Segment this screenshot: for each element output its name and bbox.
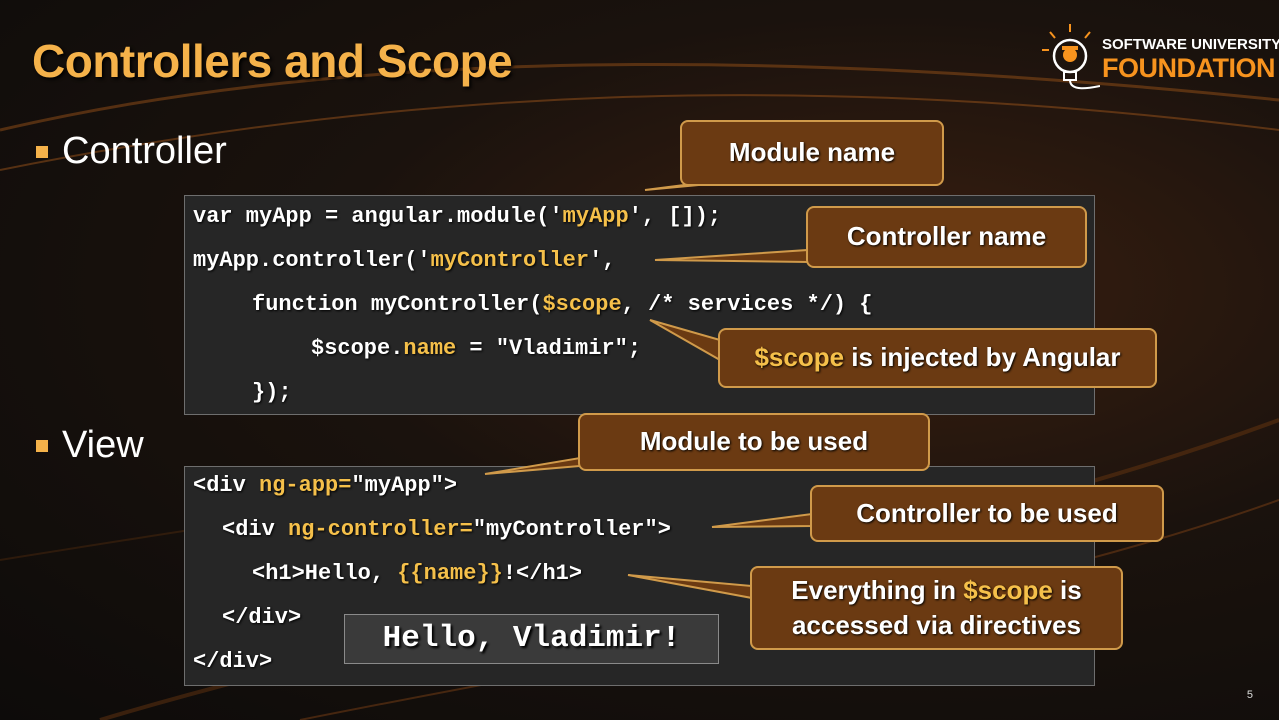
logo-text-top: SOFTWARE UNIVERSITY	[1102, 36, 1279, 53]
code-line: function myController($scope, /* service…	[252, 292, 873, 317]
bullet-label: Controller	[62, 130, 227, 172]
lightbulb-icon	[1042, 24, 1100, 90]
code-line: </div>	[222, 605, 302, 630]
callout-scope-injected: $scope is injected by Angular	[718, 328, 1157, 388]
code-line: myApp.controller('myController',	[193, 248, 616, 273]
bullet-square-icon	[36, 145, 48, 158]
code-line: <div ng-app="myApp">	[193, 473, 458, 498]
bullet-square-icon	[36, 439, 48, 452]
slide-title: Controllers and Scope	[32, 35, 513, 87]
callout-controller-used: Controller to be used	[810, 485, 1164, 542]
code-line: });	[252, 380, 292, 405]
rendered-output: Hello, Vladimir!	[344, 614, 719, 664]
page-number: 5	[1246, 689, 1253, 701]
bullet-label: View	[62, 424, 144, 466]
callout-module-used: Module to be used	[578, 413, 930, 471]
code-line: </div>	[193, 649, 273, 674]
callout-controller-name: Controller name	[806, 206, 1087, 268]
code-line: $scope.name = "Vladimir";	[311, 336, 642, 361]
bullet-view: View	[36, 424, 144, 467]
logo-text-bottom: FOUNDATION	[1102, 53, 1275, 83]
bullet-controller: Controller	[36, 130, 227, 173]
code-line: var myApp = angular.module('myApp', []);	[193, 204, 722, 229]
callout-module-name: Module name	[680, 120, 944, 186]
softuni-logo: SOFTWARE UNIVERSITY FOUNDATION	[1040, 22, 1279, 98]
callout-everything-scope: Everything in $scope is accessed via dir…	[750, 566, 1123, 650]
code-line: <h1>Hello, {{name}}!</h1>	[252, 561, 583, 586]
code-line: <div ng-controller="myController">	[222, 517, 671, 542]
